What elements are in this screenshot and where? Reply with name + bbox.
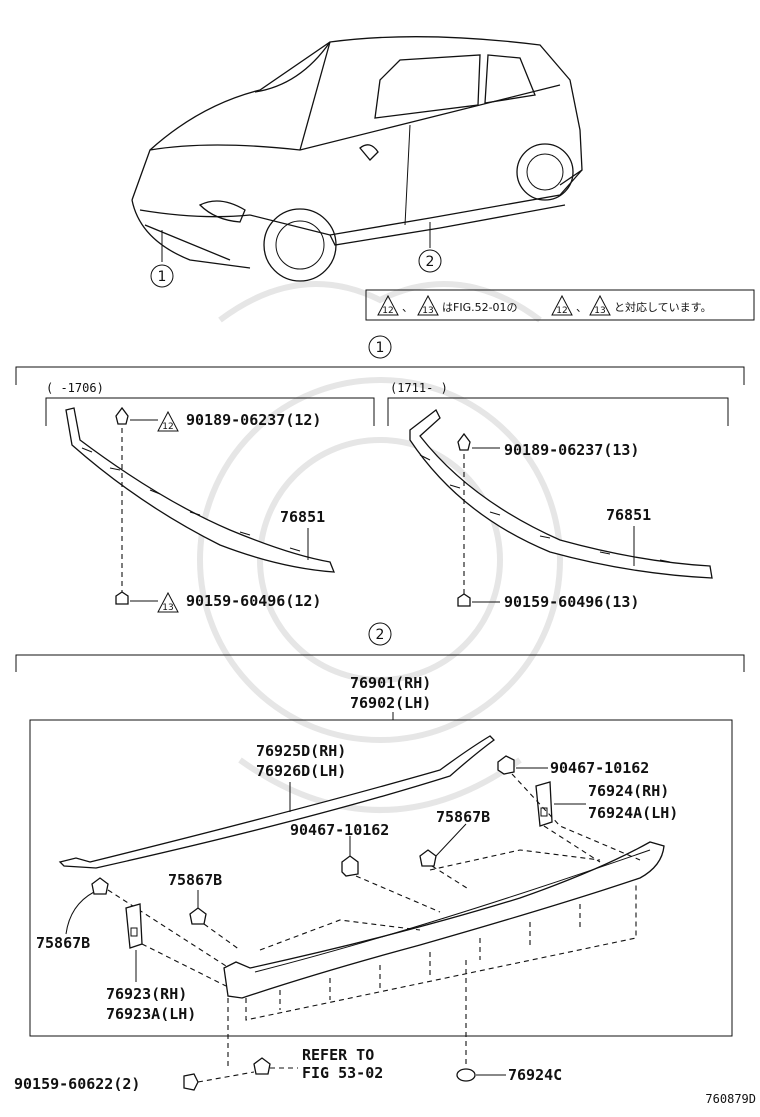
part-number-clip-nut-mid: 90467-10162 — [290, 821, 389, 839]
refer-note-line2: FIG 53-02 — [302, 1064, 383, 1082]
rocker-panel-outline-dashed — [245, 882, 637, 1021]
part-number-assembly-lh: 76902(LH) — [350, 694, 431, 712]
svg-text:12: 12 — [162, 422, 173, 432]
clip-bottom-left — [115, 591, 129, 605]
triangle-mark-icon — [551, 294, 573, 316]
refer-note-line1: REFER TO — [302, 1046, 374, 1064]
retainer-mid-right — [419, 849, 437, 867]
svg-text:2: 2 — [426, 254, 435, 270]
section-1-header: 1 ( -1706) (1711- ) — [15, 335, 745, 426]
section-2-header: 2 — [15, 622, 745, 672]
svg-text:13: 13 — [162, 603, 173, 613]
svg-text:(1711- ): (1711- ) — [390, 381, 448, 395]
part-number-molding-right: 76851 — [606, 506, 651, 524]
part-number-retainer-mid-left: 75867B — [168, 871, 222, 889]
svg-text:12: 12 — [556, 306, 567, 316]
retainer-mid-left — [189, 907, 207, 925]
part-number-molding-rh: 76925D(RH) — [256, 742, 346, 760]
bracket-right — [535, 781, 553, 827]
triangle-mark-icon — [417, 294, 439, 316]
part-number-bracket-lh: 76924A(LH) — [588, 804, 678, 822]
svg-text:12: 12 — [382, 306, 393, 316]
triangle-mark-icon — [589, 294, 611, 316]
part-number-bracket2-lh: 76923A(LH) — [106, 1005, 196, 1023]
watermark-logo — [197, 281, 563, 813]
callout-2-car: 2 — [418, 249, 442, 273]
part-number-screw: 90159-60622(2) — [14, 1075, 140, 1093]
part-number-retainer-mid-right: 75867B — [436, 808, 490, 826]
svg-text:13: 13 — [422, 306, 433, 316]
bolt-bottom — [253, 1057, 271, 1075]
svg-text:13: 13 — [594, 306, 605, 316]
part-number-clip-bottom-left: 90159-60496(12) — [186, 592, 321, 610]
svg-text:1: 1 — [376, 340, 385, 356]
part-number-assembly-rh: 76901(RH) — [350, 674, 431, 692]
triangle-mark-icon — [157, 591, 179, 613]
retainer-left — [91, 877, 109, 895]
part-number-bracket2-rh: 76923(RH) — [106, 985, 187, 1003]
figure-id: 760879D — [705, 1092, 756, 1106]
front-lower-molding-late — [409, 409, 713, 579]
screw-bottom — [183, 1073, 199, 1091]
svg-text:、: 、 — [402, 301, 413, 314]
part-number-bracket-rh: 76924(RH) — [588, 782, 669, 800]
reference-note: 12 、 13 はFIG.52-01の 12 、 13 と対応しています。 — [365, 289, 755, 321]
svg-text:と対応しています。: と対応しています。 — [614, 300, 712, 314]
triangle-mark-icon — [157, 410, 179, 432]
clip-top-left — [115, 406, 129, 425]
svg-text:はFIG.52-01の: はFIG.52-01の — [442, 301, 518, 314]
part-number-clip-top-left: 90189-06237(12) — [186, 411, 321, 429]
front-lower-molding-early — [65, 407, 335, 573]
callout-1-car: 1 — [150, 264, 174, 288]
car-illustration — [131, 36, 583, 282]
part-number-clip-nut-right: 90467-10162 — [550, 759, 649, 777]
bracket-left — [125, 903, 143, 949]
clip-top-right — [457, 432, 471, 451]
rocker-upper-molding — [58, 735, 495, 869]
clip-nut-mid — [341, 855, 359, 877]
part-number-clip-bottom-right: 90159-60496(13) — [504, 593, 639, 611]
part-number-clip-top-right: 90189-06237(13) — [504, 441, 639, 459]
triangle-mark-icon — [377, 294, 399, 316]
svg-text:、: 、 — [576, 301, 587, 314]
svg-text:2: 2 — [376, 627, 385, 643]
part-number-molding-left: 76851 — [280, 508, 325, 526]
assembly-frame — [29, 719, 733, 1037]
part-number-retainer-left: 75867B — [36, 934, 90, 952]
svg-text:1: 1 — [158, 269, 167, 285]
clip-bottom-right — [457, 593, 471, 607]
part-number-molding-lh: 76926D(LH) — [256, 762, 346, 780]
retainer-bottom — [456, 1068, 476, 1082]
part-number-retainer-bottom: 76924C — [508, 1066, 562, 1084]
rocker-panel-body — [223, 841, 665, 999]
svg-text:( -1706): ( -1706) — [46, 381, 104, 395]
clip-nut-right — [497, 755, 515, 775]
